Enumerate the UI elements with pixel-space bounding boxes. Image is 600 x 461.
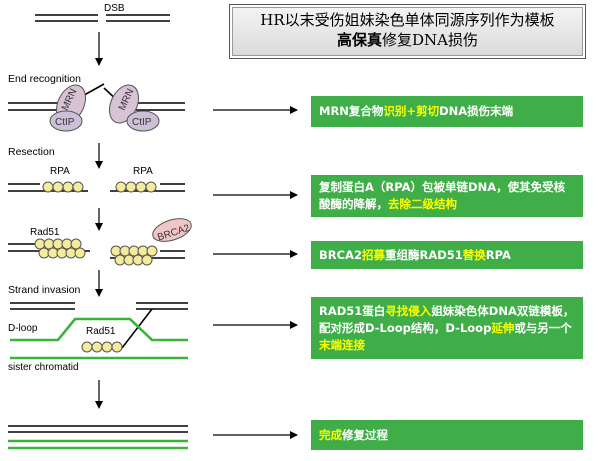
step-text-rpa: 复制蛋白A（RPA）包被单链DNA，使其免受核酸酶的降解，去除二级结构 (319, 179, 575, 213)
strand-invasion-label: Strand invasion (8, 284, 81, 296)
step-text-rad51: RAD51蛋白寻找侵入姐妹染色体DNA双链模板，配对形成D-Loop结构，D-L… (319, 303, 575, 354)
mrn-complex-left: MRN CtIP (8, 83, 105, 132)
rpa-bead (52, 181, 64, 193)
step-3-segment-1: 寻找侵入 (385, 303, 432, 318)
rpa-bead (62, 181, 74, 193)
step-2-segment-3: 替换 (462, 247, 486, 262)
step-text-brca2: BRCA2招募重组酶RAD51替换RPA (319, 247, 575, 264)
rad51-label-top: Rad51 (30, 227, 60, 238)
rpa-label-left: RPA (50, 166, 70, 177)
rpa-bead (135, 181, 147, 193)
step-3-segment-0: RAD51蛋白 (319, 303, 386, 318)
rad51-bead (141, 254, 153, 266)
ctip-label-right: CtIP (132, 117, 152, 128)
step-2-segment-1: 招募 (361, 247, 385, 262)
step-box-rpa: 复制蛋白A（RPA）包被单链DNA，使其免受核酸酶的降解，去除二级结构 (311, 175, 583, 217)
step-2-segment-4: RPA (485, 247, 511, 262)
rpa-strand-left (8, 181, 88, 193)
rad51-bead (146, 245, 158, 257)
rpa-bead (72, 181, 84, 193)
step-3-segment-6: 末端连接 (319, 337, 365, 352)
step-0-segment-1: 识别+剪切 (383, 104, 440, 118)
rpa-bead (145, 181, 157, 193)
step-3-segment-2: 姐妹染色体DNA双链模板，配对形成D-Loop结构， (319, 303, 575, 335)
step-0-segment-2: DNA损伤末端 (439, 104, 514, 118)
sister-chromatid-label: sister chromatid (8, 362, 79, 373)
step-text-complete: 完成修复过程 (319, 427, 575, 444)
rad51-label-dloop: Rad51 (86, 326, 116, 337)
step-box-rad51: RAD51蛋白寻找侵入姐妹染色体DNA双链模板，配对形成D-Loop结构，D-L… (311, 297, 583, 359)
rad51-bead (74, 247, 86, 259)
brca2-complex: BRCA2 (152, 218, 192, 244)
step-4-segment-0: 完成 (319, 427, 342, 442)
step-box-complete: 完成修复过程 (311, 420, 583, 450)
repaired-dna (8, 425, 188, 450)
rpa-bead (115, 181, 127, 193)
rad51-bead (111, 341, 123, 353)
rad51-bead (91, 341, 103, 353)
step-3-segment-5: 或与另一个 (514, 320, 572, 335)
step-text-mrn: MRN复合物识别+剪切DNA损伤末端 (319, 103, 575, 120)
ctip-label-left: CtIP (55, 117, 75, 128)
dsb-dna: DSB (35, 3, 170, 22)
step-box-mrn: MRN复合物识别+剪切DNA损伤末端 (311, 96, 583, 127)
d-loop-structure: D-loop Rad51 sister chromatid (8, 302, 188, 373)
step-2-segment-2: 重组酶RAD51 (384, 247, 463, 262)
rad51-strand-left (8, 238, 90, 259)
dsb-label: DSB (104, 3, 125, 14)
step-0-segment-0: MRN复合物 (319, 104, 384, 118)
title-box: HR以末受伤姐妹染色单体同源序列作为模板 高保真修复DNA损伤 (229, 4, 586, 59)
step-3-segment-3: D-Loop (445, 320, 492, 335)
title-bold-text: 高保真 (337, 31, 383, 49)
resection-label: Resection (8, 146, 55, 158)
rpa-label-right: RPA (133, 166, 153, 177)
rad51-strand-right (110, 245, 185, 266)
step-4-segment-1: 修复过程 (342, 427, 388, 442)
step-3-segment-4: 延伸 (491, 320, 515, 335)
step-1-segment-1: 去除二级结构 (388, 197, 457, 211)
title-line-1: HR以末受伤姐妹染色单体同源序列作为模板 (260, 11, 555, 29)
rad51-bead (101, 341, 113, 353)
end-recognition-label: End recognition (8, 73, 81, 85)
step-1-segment-0: 复制蛋白A（RPA）包被单链DNA，使其免受核酸酶的降解， (319, 180, 566, 211)
rpa-bead (125, 181, 137, 193)
step-2-segment-0: BRCA2 (319, 247, 362, 262)
title-line-2: 高保真修复DNA损伤 (230, 30, 585, 50)
title-rest-text: 修复DNA损伤 (382, 31, 478, 49)
rpa-strand-right (110, 181, 185, 193)
rpa-bead (42, 181, 54, 193)
mrn-complex-right: MRN CtIP (103, 84, 185, 132)
step-box-brca2: BRCA2招募重组酶RAD51替换RPA (311, 241, 583, 269)
rad51-bead (70, 238, 82, 250)
d-loop-label: D-loop (8, 323, 38, 334)
rad51-bead (81, 341, 93, 353)
